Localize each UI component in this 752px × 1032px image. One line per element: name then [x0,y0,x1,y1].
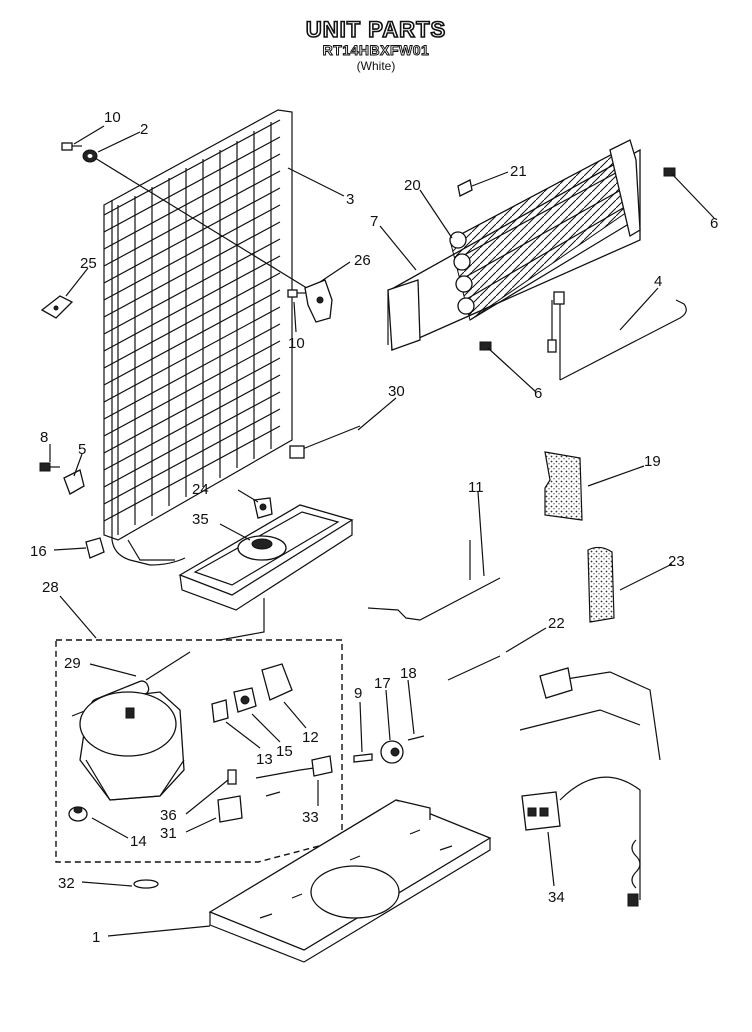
callout-2: 2 [140,121,148,138]
compressor [79,691,185,801]
tube-22 [447,655,501,681]
callout-15: 15 [276,743,293,760]
callout-1: 1 [92,929,100,946]
grommet-2 [82,149,98,163]
callout-11: 11 [468,479,484,496]
callout-22: 22 [548,615,565,632]
callout-9: 9 [354,685,362,702]
plug-33 [255,755,333,797]
callout-30: 30 [388,383,405,400]
condenser-coil [103,109,293,566]
callout-34: 34 [548,889,565,906]
clip-9 [353,753,373,763]
screw-18 [407,735,425,741]
callout-20: 20 [404,177,421,194]
screw-10-right [287,289,306,298]
cover-12 [261,663,293,701]
screw-8 [39,462,60,472]
pulley-17 [380,740,404,764]
callout-16: 16 [30,543,47,560]
callout-35: 35 [192,511,209,528]
callout-13: 13 [256,751,273,768]
clip-21 [457,179,473,197]
clip-16 [85,537,105,559]
callout-19: 19 [644,453,661,470]
callout-12: 12 [302,729,319,746]
callout-18: 18 [400,665,417,682]
callout-28: 28 [42,579,59,596]
callout-14: 14 [130,833,147,850]
drain-tube-11 [367,540,501,621]
bracket-26 [304,279,333,323]
callout-10-top: 10 [104,109,121,126]
foam-block-23 [587,546,615,623]
base-plate-1 [208,799,492,963]
foam-block-19 [544,451,583,521]
callout-labels: 10 2 3 25 26 10 21 20 7 6 4 6 30 8 5 19 … [30,109,718,946]
compressor-group-28 [55,598,343,863]
callout-7: 7 [370,213,378,230]
overload-13 [211,699,229,723]
clip-25 [40,295,74,319]
title-block: UNIT PARTS RT14HBXFW01 (White) [0,17,752,74]
grommet-24 [253,497,273,519]
callout-29: 29 [64,655,81,672]
drain-pan-35 [178,504,354,611]
screw-6-bottom [479,341,492,351]
color-note: (White) [356,59,396,73]
callout-33: 33 [302,809,319,826]
callout-26: 26 [354,252,371,269]
callout-21: 21 [510,163,527,180]
callout-24: 24 [192,481,209,498]
relay-15 [233,687,257,713]
callout-32: 32 [58,875,75,892]
callout-8: 8 [40,429,48,446]
screw-10-top [61,142,82,151]
clip-32 [133,879,159,889]
wiring-harness-34 [519,667,661,907]
thermistor-30 [289,425,361,459]
callout-4: 4 [654,273,662,290]
callout-23: 23 [668,553,685,570]
evaporator-coil [387,139,641,351]
callout-6-bottom: 6 [534,385,542,402]
callout-36: 36 [160,807,177,824]
callout-5: 5 [78,441,86,458]
callout-31: 31 [160,825,177,842]
callout-6-top: 6 [710,215,718,232]
callout-10-right: 10 [288,335,305,352]
callout-17: 17 [374,675,391,692]
callout-25: 25 [80,255,97,272]
clamp-5 [63,469,85,495]
screw-6-top [663,167,676,177]
leader-lines [49,125,715,937]
screw-36 [227,769,237,785]
grommet-14 [68,806,88,822]
page-title: UNIT PARTS [305,17,447,43]
defrost-heater-4 [547,291,687,381]
capacitor-31 [217,795,243,823]
model-number: RT14HBXFW01 [322,42,430,59]
callout-3: 3 [346,191,354,208]
